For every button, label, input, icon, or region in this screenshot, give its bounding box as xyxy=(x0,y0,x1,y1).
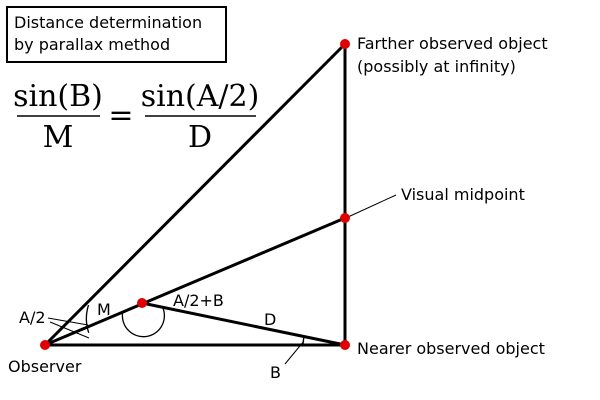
label-angle-b: B xyxy=(270,363,281,382)
point-visual-midpoint xyxy=(340,213,350,223)
arc-angle-a2 xyxy=(85,304,90,334)
label-side-d: D xyxy=(264,310,276,329)
points xyxy=(40,39,350,350)
leader-midpoint xyxy=(347,194,397,218)
angle-arcs xyxy=(85,304,305,346)
formula-numerator-left: sin(B) xyxy=(13,79,103,114)
label-farther-line-2: (possibly at infinity) xyxy=(357,57,516,76)
formula: sin(B) M = sin(A/2) D xyxy=(13,79,259,155)
leader-lines xyxy=(47,194,397,365)
leader-a2 xyxy=(47,317,89,326)
triangle-lines xyxy=(43,42,347,347)
line-point-to-nearer xyxy=(141,301,346,347)
line-observer-to-midpoint xyxy=(44,216,346,347)
title-line-2: by parallax method xyxy=(14,35,170,54)
label-side-m: M xyxy=(97,300,111,319)
title-line-1: Distance determination xyxy=(14,13,202,32)
label-visual-midpoint: Visual midpoint xyxy=(401,185,525,204)
point-observer xyxy=(40,340,50,350)
formula-denominator-right: D xyxy=(188,120,212,155)
label-angle-a2: A/2 xyxy=(19,308,46,327)
label-farther-line-1: Farther observed object xyxy=(357,34,548,53)
title-box xyxy=(6,6,227,63)
arc-angle-b xyxy=(302,336,305,346)
label-nearer-object: Nearer observed object xyxy=(357,339,545,358)
point-intermediate xyxy=(137,298,147,308)
leader-a2-b xyxy=(49,321,90,339)
point-nearer-object xyxy=(340,340,350,350)
line-observer-to-farther xyxy=(43,42,347,347)
formula-denominator-left: M xyxy=(43,120,74,155)
arc-angle-a2-plus-b xyxy=(121,306,166,338)
formula-equals: = xyxy=(108,98,133,133)
label-angle-a2-plus-b: A/2+B xyxy=(173,291,224,310)
leader-b xyxy=(284,340,305,365)
point-farther-object xyxy=(340,39,350,49)
label-observer: Observer xyxy=(8,357,82,376)
formula-numerator-right: sin(A/2) xyxy=(141,79,260,114)
